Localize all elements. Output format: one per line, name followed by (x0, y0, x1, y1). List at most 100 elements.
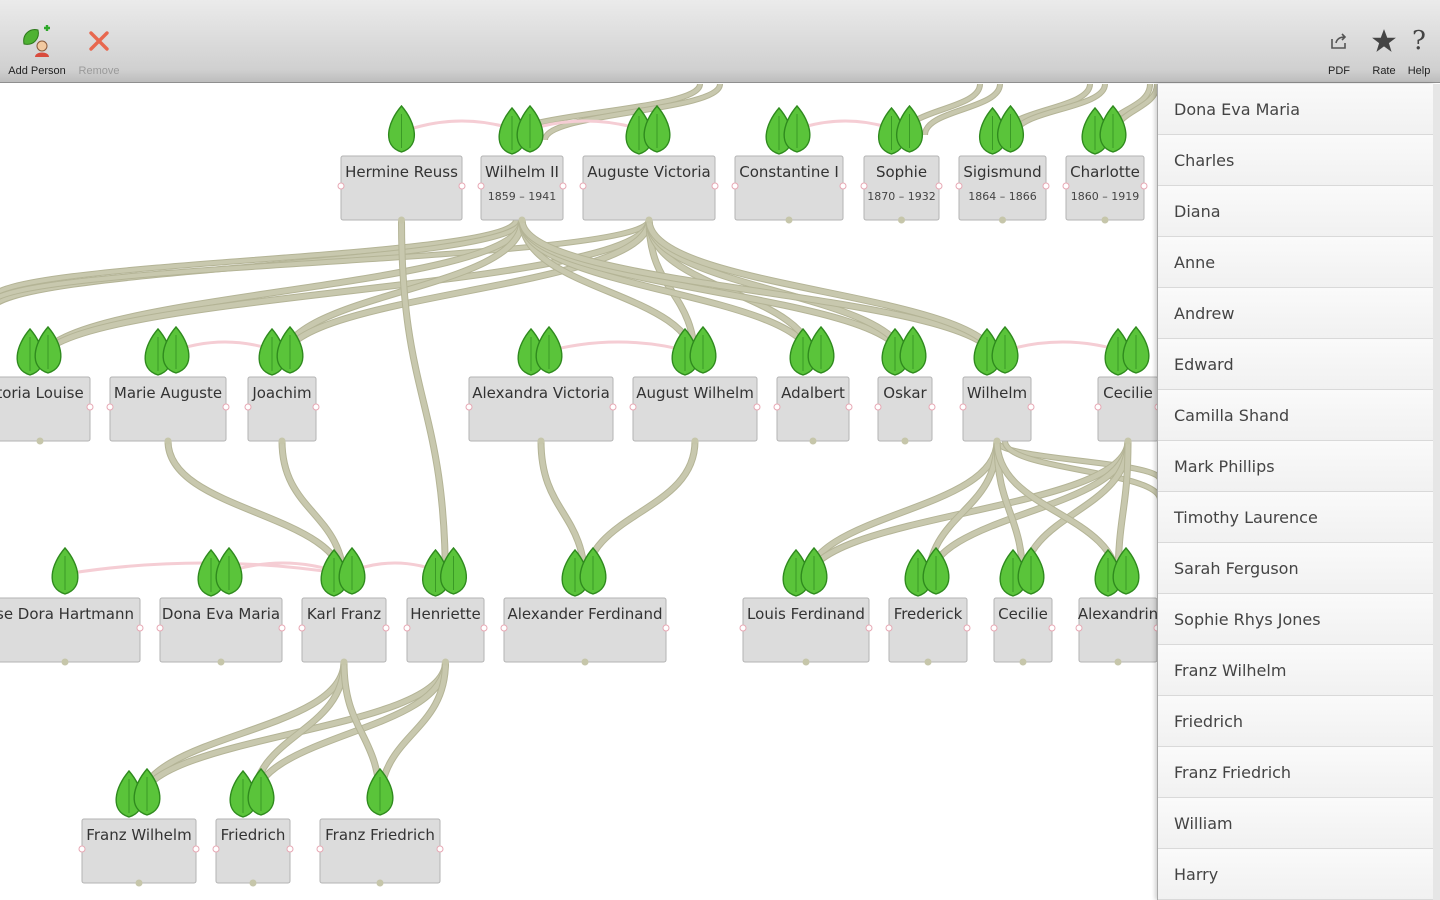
person-node[interactable]: Franz Friedrich (316, 767, 444, 887)
connector-left[interactable] (337, 182, 345, 190)
connector-bottom[interactable] (376, 879, 384, 887)
person-node[interactable]: Frederick (885, 546, 971, 666)
connector-bottom[interactable] (36, 437, 44, 445)
people-list-item[interactable]: Franz Wilhelm (1158, 645, 1434, 696)
person-node[interactable]: Constantine I (731, 104, 847, 224)
connector-right[interactable] (192, 845, 200, 853)
person-node[interactable]: Hermine Reuss (337, 104, 466, 224)
connector-right[interactable] (559, 182, 567, 190)
connector-right[interactable] (436, 845, 444, 853)
connector-right[interactable] (1048, 624, 1056, 632)
person-node[interactable]: se Dora Hartmann (0, 546, 144, 666)
person-node[interactable]: Louis Ferdinand (739, 546, 873, 666)
connector-right[interactable] (382, 624, 390, 632)
people-list-item[interactable]: Timothy Laurence (1158, 492, 1434, 543)
connector-right[interactable] (1027, 403, 1035, 411)
connector-left[interactable] (403, 624, 411, 632)
connector-bottom[interactable] (1101, 216, 1109, 224)
people-list-item[interactable]: Charles (1158, 135, 1434, 186)
connector-left[interactable] (477, 182, 485, 190)
person-node[interactable]: Wilhelm (959, 325, 1035, 445)
connector-right[interactable] (1042, 182, 1050, 190)
person-node[interactable]: Cecilie (1094, 325, 1162, 445)
connector-bottom[interactable] (802, 658, 810, 666)
people-list-item[interactable]: Harry (1158, 849, 1434, 900)
person-node[interactable]: Alexandra Victoria (465, 325, 617, 445)
people-list-item[interactable]: Edward (1158, 339, 1434, 390)
connector-right[interactable] (1140, 182, 1148, 190)
connector-bottom[interactable] (924, 658, 932, 666)
connector-right[interactable] (753, 403, 761, 411)
connector-bottom[interactable] (898, 216, 905, 224)
people-list-item[interactable]: Franz Friedrich (1158, 747, 1434, 798)
connector-bottom[interactable] (581, 658, 589, 666)
connector-left[interactable] (629, 403, 637, 411)
connector-left[interactable] (1094, 403, 1102, 411)
connector-left[interactable] (990, 624, 998, 632)
connector-right[interactable] (312, 403, 320, 411)
connector-bottom[interactable] (164, 437, 172, 445)
connector-right[interactable] (928, 403, 936, 411)
connector-left[interactable] (500, 624, 508, 632)
connector-left[interactable] (874, 403, 882, 411)
connector-left[interactable] (773, 403, 781, 411)
connector-left[interactable] (156, 624, 164, 632)
connector-left[interactable] (212, 845, 220, 853)
connector-left[interactable] (579, 182, 587, 190)
connector-left[interactable] (465, 403, 473, 411)
connector-right[interactable] (458, 182, 466, 190)
connector-right[interactable] (286, 845, 294, 853)
person-node[interactable]: Karl Franz (298, 546, 390, 666)
people-list-item[interactable]: Sarah Ferguson (1158, 543, 1434, 594)
connector-bottom[interactable] (645, 216, 653, 224)
pdf-button[interactable]: PDF (1322, 0, 1356, 83)
add-person-button[interactable]: Add Person (4, 0, 70, 83)
person-node[interactable]: Franz Wilhelm (78, 767, 200, 887)
people-list-item[interactable]: Mark Phillips (1158, 441, 1434, 492)
person-node[interactable]: Friedrich (212, 767, 294, 887)
connector-right[interactable] (845, 403, 853, 411)
connector-bottom[interactable] (217, 658, 225, 666)
scrollbar[interactable] (1433, 84, 1440, 900)
people-list-item[interactable]: Andrew (1158, 288, 1434, 339)
connector-right[interactable] (278, 624, 286, 632)
person-node[interactable]: toria Louise (0, 325, 94, 445)
people-list-item[interactable]: Friedrich (1158, 696, 1434, 747)
connector-bottom[interactable] (61, 658, 69, 666)
connector-bottom[interactable] (537, 437, 545, 445)
connector-left[interactable] (106, 403, 114, 411)
connector-left[interactable] (739, 624, 747, 632)
person-node[interactable]: Auguste Victoria (579, 104, 719, 224)
person-node[interactable]: Adalbert (773, 325, 853, 445)
connector-left[interactable] (731, 182, 739, 190)
connector-right[interactable] (609, 403, 617, 411)
connector-right[interactable] (963, 624, 971, 632)
connector-bottom[interactable] (249, 879, 257, 887)
people-list-item[interactable]: Dona Eva Maria (1158, 84, 1434, 135)
rate-button[interactable]: Rate (1367, 0, 1401, 83)
connector-bottom[interactable] (1114, 658, 1122, 666)
remove-button[interactable]: Remove (76, 0, 122, 83)
connector-left[interactable] (955, 182, 963, 190)
connector-left[interactable] (1062, 182, 1070, 190)
person-node[interactable]: Marie Auguste (106, 325, 230, 445)
connector-right[interactable] (86, 403, 94, 411)
connector-bottom[interactable] (999, 216, 1006, 224)
people-list-item[interactable]: Sophie Rhys Jones (1158, 594, 1434, 645)
person-node[interactable]: Henriette (403, 546, 488, 666)
connector-left[interactable] (959, 403, 967, 411)
connector-bottom[interactable] (691, 437, 699, 445)
connector-bottom[interactable] (1124, 437, 1132, 445)
connector-bottom[interactable] (442, 658, 449, 666)
people-list-item[interactable]: Anne (1158, 237, 1434, 288)
connector-right[interactable] (865, 624, 873, 632)
connector-bottom[interactable] (993, 437, 1001, 445)
people-list-item[interactable]: Camilla Shand (1158, 390, 1434, 441)
person-node[interactable]: Alexander Ferdinand (500, 546, 670, 666)
connector-left[interactable] (1075, 624, 1083, 632)
connector-bottom[interactable] (785, 216, 793, 224)
people-list-item[interactable]: William (1158, 798, 1434, 849)
